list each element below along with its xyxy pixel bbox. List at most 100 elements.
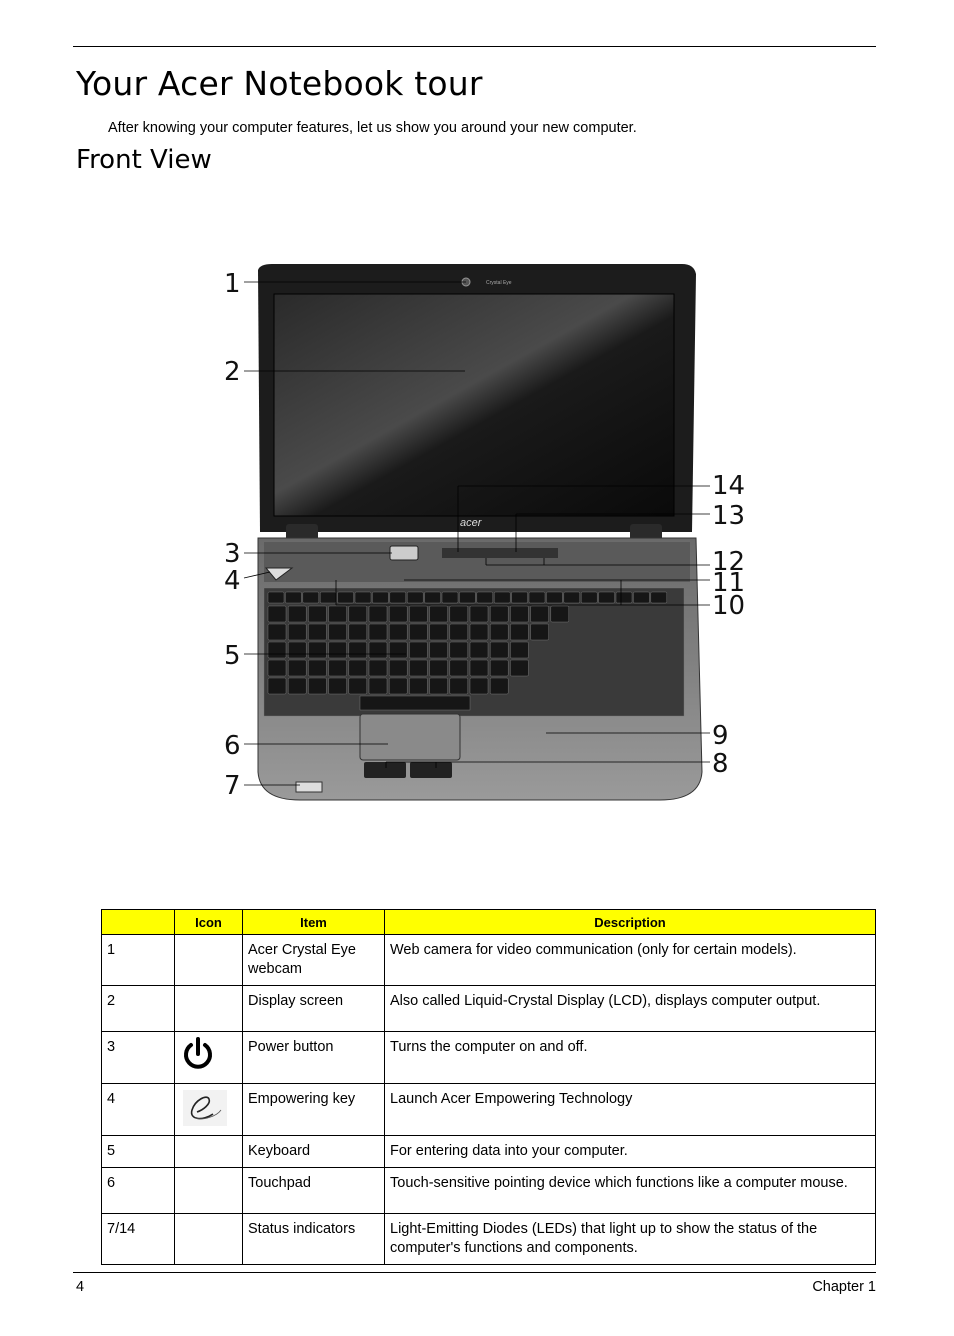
acer-logo: acer [460,517,483,529]
keyboard-key [429,605,448,623]
keyboard-key [328,623,347,641]
keyboard-key [469,605,489,623]
row-item: Acer Crystal Eye webcam [242,934,385,986]
keyboard-key [490,641,509,659]
row-description: Light-Emitting Diodes (LEDs) that light … [384,1213,876,1265]
keyboard-key [494,591,511,604]
keyboard-key [287,623,307,641]
keyboard-key [449,659,469,677]
keyboard-key [409,605,428,623]
row-icon [174,1213,243,1265]
keyboard-key [469,623,489,641]
page-number: 4 [76,1279,85,1295]
keyboard-key [406,591,424,604]
keyboard-key [267,623,287,641]
keyboard-key [409,677,428,695]
keyboard-key [490,677,509,695]
spacebar [359,695,471,711]
header-item: Item [242,909,385,935]
row-number: 6 [101,1167,175,1214]
keyboard-key [354,591,372,604]
keyboard-key [308,605,327,623]
callout-label: 7 [224,771,241,801]
keyboard-key [469,641,489,659]
keyboard-key [308,659,327,677]
keyboard-key [490,623,509,641]
table-row: 7/14 Status indicators Light-Emitting Di… [101,1213,876,1265]
keyboard-key [348,677,368,695]
keyboard-key [389,591,407,604]
row-item: Status indicators [242,1213,385,1265]
row-description: Also called Liquid-Crystal Display (LCD)… [384,985,876,1032]
table-row: 2 Display screen Also called Liquid-Crys… [101,985,876,1032]
keyboard-key [409,659,428,677]
keyboard-key [388,677,408,695]
keyboard-key [308,677,327,695]
keyboard-key [490,659,509,677]
empowering-e-icon [183,1090,227,1126]
chapter-label: Chapter 1 [812,1279,876,1295]
keyboard-key [372,591,389,604]
table-row: 6 Touchpad Touch-sensitive pointing devi… [101,1167,876,1214]
keyboard-key [368,623,388,641]
keyboard-key [328,641,347,659]
keyboard-key [388,605,408,623]
keyboard-key [510,605,529,623]
keyboard-key [490,605,509,623]
keyboard-key [581,591,598,604]
callout-label: 12 [712,547,745,577]
header-number [101,909,175,935]
keyboard-key [449,623,469,641]
callout-label: 8 [712,749,729,779]
keyboard-key [348,605,368,623]
keyboard-key [267,605,287,623]
keyboard-key [429,659,448,677]
power-button-shape [389,545,419,561]
keyboard-key [388,659,408,677]
callout-label: 3 [224,539,241,569]
keyboard-key [429,641,448,659]
section-title: Front View [76,145,212,175]
keyboard-key [368,677,388,695]
page-title: Your Acer Notebook tour [76,64,483,103]
keyboard-key [409,641,428,659]
keyboard-key [267,641,287,659]
keyboard-key [302,591,320,604]
keyboard-key [348,623,368,641]
row-number: 5 [101,1135,175,1168]
keyboard-key [429,677,448,695]
keyboard-key [337,591,354,604]
table-row: 3 Power button Turns the computer on and… [101,1031,876,1084]
row-item: Empowering key [242,1083,385,1136]
row-icon [174,1083,243,1136]
keyboard-key [319,591,337,604]
keyboard-key [388,641,408,659]
keyboard-key [328,659,347,677]
bezel-label: Crystal Eye [486,280,512,286]
table-row: 4 Empowering key Launch Acer Empowering … [101,1083,876,1136]
touchpad-shape [359,713,461,761]
keyboard-key [328,677,347,695]
keyboard-key [267,677,287,695]
callout-label: 11 [712,568,745,598]
keyboard-key [308,623,327,641]
keyboard-key [459,591,476,604]
keyboard-key [409,623,428,641]
row-number: 4 [101,1083,175,1136]
row-description: Launch Acer Empowering Technology [384,1083,876,1136]
keyboard-key [287,641,307,659]
keyboard-key [510,659,529,677]
keyboard-key [308,641,327,659]
keyboard-key [511,591,528,604]
row-description: For entering data into your computer. [384,1135,876,1168]
row-number: 2 [101,985,175,1032]
intro-text: After knowing your computer features, le… [108,120,637,136]
callout-label: 14 [712,471,745,501]
keyboard-key [348,659,368,677]
footer-rule [73,1272,876,1273]
keyboard-key [469,659,489,677]
row-item: Power button [242,1031,385,1084]
keyboard-key [530,623,549,641]
row-item: Display screen [242,985,385,1032]
keyboard-key [285,591,302,604]
